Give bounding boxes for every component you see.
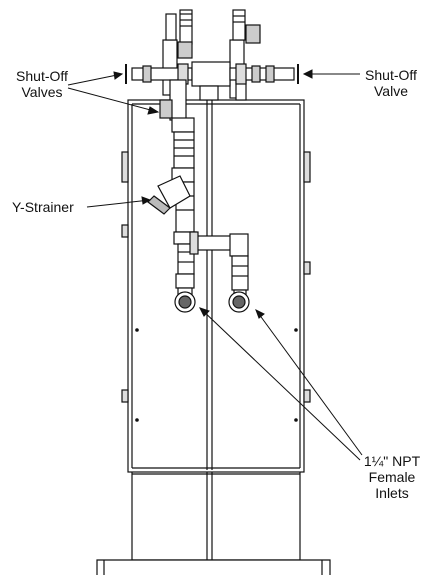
label-inlets-line3: Inlets — [375, 485, 409, 501]
top-manifold — [125, 61, 299, 101]
label-shutoff-valves-line2: Valves — [21, 84, 63, 100]
base-stand — [96, 469, 331, 575]
y-strainer-body — [147, 175, 191, 215]
top-right-pipe — [229, 9, 261, 101]
label-shutoff-valve: Shut-Off Valve — [356, 67, 426, 99]
label-shutoff-valve-line1: Shut-Off — [365, 67, 417, 83]
label-shutoff-valves-line1: Shut-Off — [16, 68, 68, 84]
inlet-right — [228, 291, 250, 313]
cabinet-body — [121, 99, 311, 473]
label-y-strainer: Y-Strainer — [12, 199, 88, 215]
leader-lines — [67, 69, 363, 461]
inlet-left — [174, 291, 196, 313]
label-inlets-line2: Female — [368, 469, 416, 485]
right-branch-pipe — [189, 231, 249, 297]
label-inlets-line1: 1¼" NPT — [363, 453, 421, 469]
label-shutoff-valves: Shut-Off Valves — [8, 68, 76, 100]
label-shutoff-valve-line2: Valve — [374, 83, 408, 99]
label-inlets: 1¼" NPT Female Inlets — [356, 453, 428, 501]
label-y-strainer-text: Y-Strainer — [12, 199, 74, 215]
